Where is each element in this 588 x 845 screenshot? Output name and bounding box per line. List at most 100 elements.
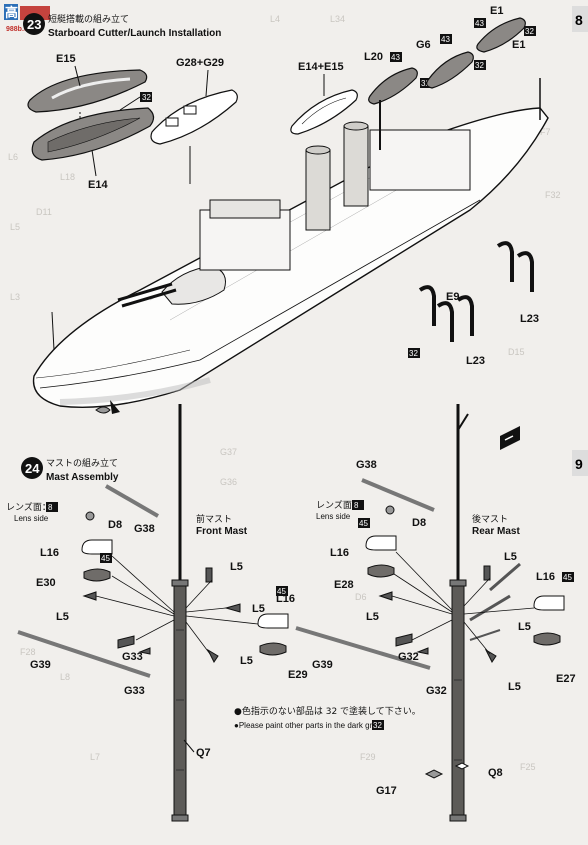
- svg-text:L7: L7: [90, 752, 100, 762]
- label-d8-front: D8: [108, 519, 122, 531]
- svg-text:L5: L5: [10, 222, 20, 232]
- section-23-title-jp: 短艇搭載の組み立て: [48, 13, 129, 25]
- svg-text:F28: F28: [20, 647, 36, 657]
- svg-text:43: 43: [475, 19, 484, 28]
- label-l5-front-a: L5: [56, 611, 69, 623]
- label-l5-rear-c: L5: [518, 621, 531, 633]
- label-e28: E28: [334, 579, 354, 591]
- svg-text:8: 8: [354, 501, 359, 510]
- davits-group: E9 L23 L23 32: [408, 241, 539, 367]
- svg-text:D6: D6: [355, 592, 367, 602]
- label-e9: E9: [446, 291, 459, 303]
- label-l5-rear-a: L5: [366, 611, 379, 623]
- svg-text:45: 45: [277, 587, 286, 596]
- label-e1-bottom: E1: [512, 39, 525, 51]
- label-l16-rear-b: L16: [536, 571, 555, 583]
- watermark-site: 988b.com: [6, 26, 38, 33]
- rear-mast-title-en: Rear Mast: [472, 526, 520, 537]
- paint-note-code: 32: [373, 721, 382, 730]
- label-e1-top: E1: [490, 5, 503, 17]
- front-mast-assembly: Q7 前マスト Front Mast G38 レンズ面： 8 Lens side…: [6, 404, 308, 822]
- label-e14: E14: [88, 179, 108, 191]
- lens-label-en-front: Lens side: [14, 514, 49, 523]
- launch-g28-g29: G28+G29: [150, 57, 238, 184]
- label-g32-rear-a: G32: [398, 651, 419, 663]
- svg-text:43: 43: [441, 35, 450, 44]
- label-g28-g29: G28+G29: [176, 57, 224, 69]
- boat-e1: E1 43 32 E1: [474, 5, 536, 53]
- label-g33-front-a: G33: [122, 651, 143, 663]
- label-l5-front-b: L5: [230, 561, 243, 573]
- paint-note-en: ●Please paint other parts in the dark gr…: [234, 721, 381, 730]
- label-g39-rear: G39: [312, 659, 333, 671]
- label-l5-front-c: L5: [252, 603, 265, 615]
- site-watermark: 高 988b.com: [4, 4, 50, 33]
- svg-text:G36: G36: [220, 477, 237, 487]
- svg-text:F29: F29: [360, 752, 376, 762]
- label-e15: E15: [56, 53, 76, 65]
- label-l16-rear: L16: [330, 547, 349, 559]
- svg-text:L34: L34: [330, 14, 345, 24]
- section-24-title-jp: マストの組み立て: [46, 457, 118, 469]
- rear-mast-title-jp: 後マスト: [472, 513, 508, 525]
- svg-text:F7: F7: [540, 127, 551, 137]
- boat-l20: L20 43 32: [364, 51, 432, 105]
- label-l5-rear-d: L5: [508, 681, 521, 693]
- rear-mast-assembly: 後マスト Rear Mast G38 レンズ面： 8 Lens side D8 …: [295, 404, 576, 822]
- lens-label-en-rear: Lens side: [316, 512, 351, 521]
- svg-text:32: 32: [409, 349, 418, 358]
- label-d8-rear: D8: [412, 517, 426, 529]
- svg-text:L4: L4: [270, 14, 280, 24]
- section-23-header: 23 短艇搭載の組み立て Starboard Cutter/Launch Ins…: [23, 13, 221, 39]
- section-24-header: 24 マストの組み立て Mast Assembly: [21, 457, 119, 483]
- paint-code-32-e15: 32: [142, 93, 151, 102]
- svg-text:45: 45: [359, 519, 368, 528]
- label-g38-rear: G38: [356, 459, 377, 471]
- label-q8: Q8: [488, 767, 503, 779]
- page-tab-9: 9: [572, 450, 588, 476]
- page-tab-8: 8: [572, 6, 588, 32]
- svg-text:43: 43: [391, 53, 400, 62]
- svg-text:32: 32: [475, 61, 484, 70]
- svg-text:F32: F32: [545, 190, 561, 200]
- svg-text:45: 45: [101, 554, 110, 563]
- svg-text:G37: G37: [220, 447, 237, 457]
- label-l23-bottom: L23: [466, 355, 485, 367]
- svg-text:32: 32: [421, 79, 430, 88]
- label-g17: G17: [376, 785, 397, 797]
- step-number-23: 23: [27, 17, 41, 32]
- svg-text:D11: D11: [36, 207, 52, 217]
- svg-text:32: 32: [525, 27, 534, 36]
- front-mast-title-en: Front Mast: [196, 526, 248, 537]
- svg-text:L8: L8: [60, 672, 70, 682]
- label-e14-e15: E14+E15: [298, 61, 344, 73]
- battleship-hull: [32, 78, 549, 414]
- label-g38-front: G38: [134, 523, 155, 535]
- section-23-title-en: Starboard Cutter/Launch Installation: [48, 28, 221, 39]
- label-l23-right: L23: [520, 313, 539, 325]
- label-e29: E29: [288, 669, 308, 681]
- svg-text:D15: D15: [508, 347, 525, 357]
- boat-e14-e15: E14+E15: [290, 61, 358, 135]
- svg-text:F25: F25: [520, 762, 536, 772]
- paint-notes: ●色指示のない部品は 32 で塗装して下さい。 ●Please paint ot…: [234, 705, 421, 730]
- boat-g6: G6 43 32: [416, 34, 486, 89]
- lens-label-jp-rear: レンズ面：: [316, 499, 361, 511]
- cutter-e14: E14 32: [31, 92, 155, 191]
- step-number-24: 24: [25, 461, 40, 476]
- section-24-title-en: Mast Assembly: [46, 472, 119, 483]
- svg-text:8: 8: [575, 12, 583, 28]
- watermark-logo: 高: [5, 5, 18, 20]
- label-e30: E30: [36, 577, 56, 589]
- label-g33-front-b: G33: [124, 685, 145, 697]
- label-g39-front: G39: [30, 659, 51, 671]
- lens-label-jp-front: レンズ面：: [6, 501, 51, 513]
- paint-note-jp: ●色指示のない部品は 32 で塗装して下さい。: [234, 705, 421, 717]
- label-l16-front: L16: [40, 547, 59, 559]
- label-e27: E27: [556, 673, 576, 685]
- label-q7: Q7: [196, 747, 211, 759]
- svg-text:L3: L3: [10, 292, 20, 302]
- svg-text:L6: L6: [8, 152, 18, 162]
